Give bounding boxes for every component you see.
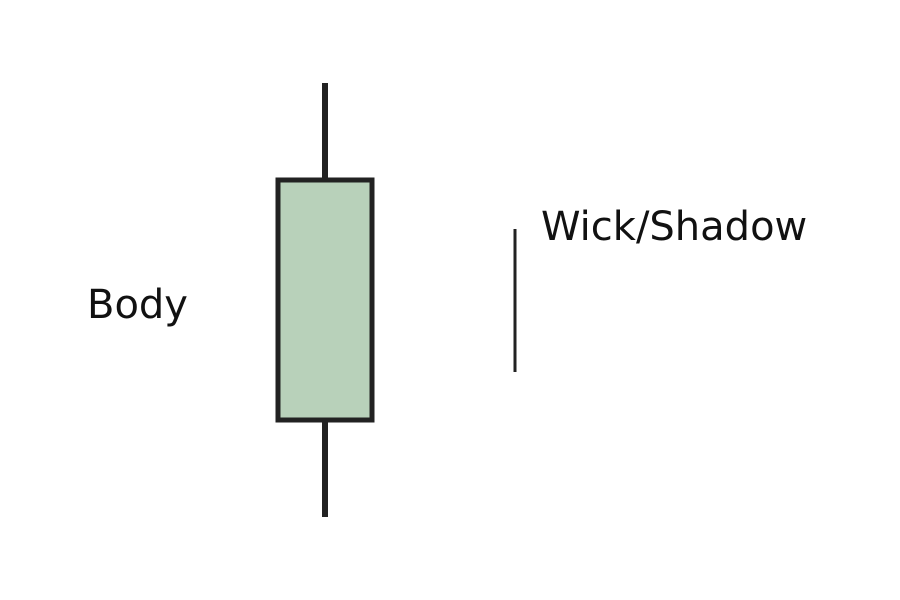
body-label: Body [87,282,188,328]
wick-shadow-label: Wick/Shadow [541,204,807,250]
candle-body [275,177,375,423]
